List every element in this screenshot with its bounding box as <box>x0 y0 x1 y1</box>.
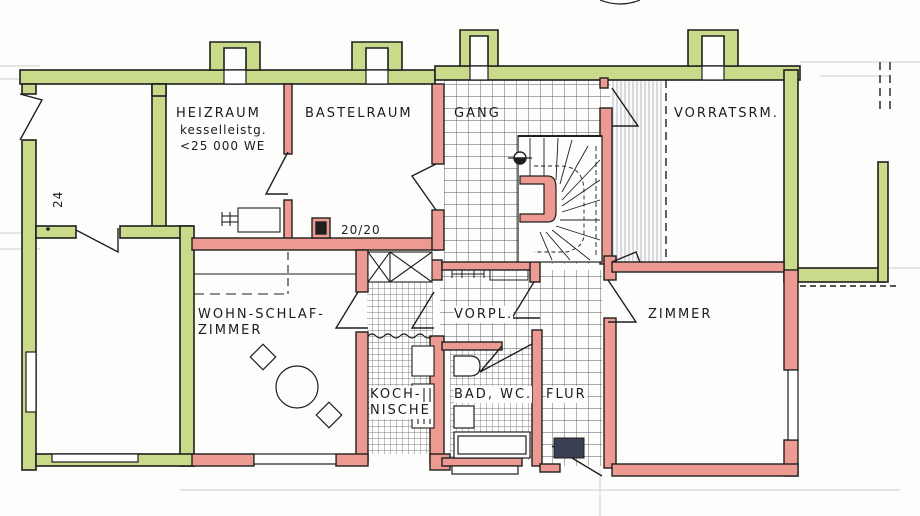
vorrat-stair-hatch <box>612 78 662 264</box>
boiler-icon <box>221 207 281 233</box>
bathroom-fixtures <box>453 355 531 459</box>
chair <box>315 401 343 429</box>
floor-grate <box>553 437 585 459</box>
outer-walls <box>19 29 889 471</box>
label-vorplatz: VORPL. <box>454 306 514 323</box>
vorplatz-shelf <box>451 269 529 281</box>
sink <box>453 405 475 429</box>
chimney-icon <box>311 217 331 239</box>
label-heizraum-note1: kesselleistg. <box>180 123 267 137</box>
label-bastelraum: BASTELRAUM <box>305 106 413 121</box>
label-gang: GANG <box>454 106 501 121</box>
partial-arc <box>599 0 641 5</box>
table-and-chairs <box>249 343 343 429</box>
right-exterior <box>800 62 900 287</box>
chair <box>249 343 277 371</box>
staircase <box>508 135 603 263</box>
label-flur: FLUR <box>546 386 587 403</box>
label-wohn-schlaf-1: WOHN-SCHLAF- <box>198 307 325 322</box>
label-kochnische-1: KOCH- <box>370 386 422 403</box>
windows <box>25 65 799 475</box>
label-vorratsraum: VORRATSRM. <box>674 106 779 121</box>
label-heizraum-note2: <25 000 WE <box>180 139 266 153</box>
label-chimney-size: 20/20 <box>341 223 381 237</box>
wohn-dashed-outline <box>194 252 356 295</box>
round-table <box>275 365 319 409</box>
label-kochnische-2: NISCHE <box>370 402 431 419</box>
label-heizraum: HEIZRAUM <box>176 106 261 121</box>
flur-floor <box>540 270 602 466</box>
label-zimmer: ZIMMER <box>648 307 713 322</box>
label-bad-wc: BAD, WC. <box>454 386 533 403</box>
label-dimension-24: 24 <box>51 190 65 208</box>
toilet <box>453 355 481 377</box>
label-wohn-schlaf-2: ZIMMER <box>198 323 263 338</box>
